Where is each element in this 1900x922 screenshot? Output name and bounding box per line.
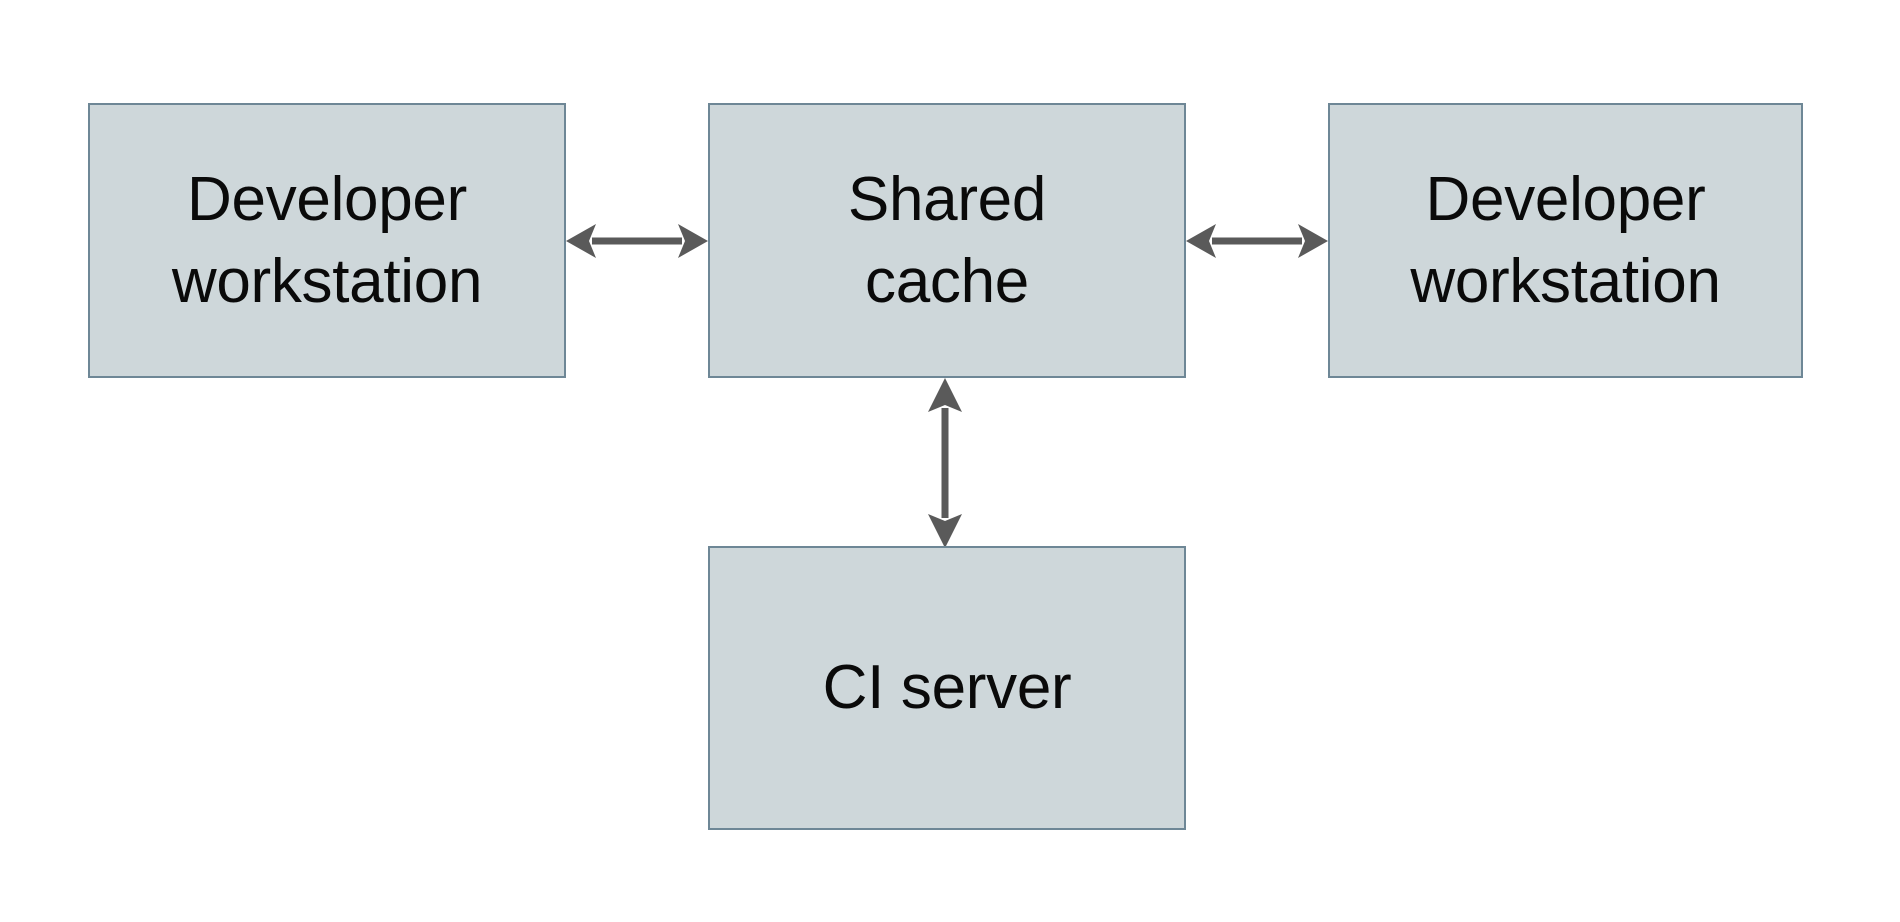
node-label: Developer workstation bbox=[1410, 164, 1721, 316]
node-label: CI server bbox=[822, 653, 1072, 723]
node-developer-workstation-left[interactable]: Developer workstation bbox=[88, 103, 566, 378]
double-arrow-icon bbox=[1186, 224, 1328, 258]
node-label: Developer workstation bbox=[171, 164, 483, 316]
edge-dev-left-to-shared-cache[interactable] bbox=[566, 212, 708, 270]
edge-shared-cache-to-ci-server[interactable] bbox=[916, 378, 974, 548]
node-label: Shared cache bbox=[847, 164, 1047, 316]
edge-shared-cache-to-dev-right[interactable] bbox=[1186, 212, 1328, 270]
node-shared-cache[interactable]: Shared cache bbox=[708, 103, 1186, 378]
node-ci-server[interactable]: CI server bbox=[708, 546, 1186, 830]
node-developer-workstation-right[interactable]: Developer workstation bbox=[1328, 103, 1803, 378]
double-arrow-icon bbox=[928, 378, 962, 548]
double-arrow-icon bbox=[566, 224, 708, 258]
